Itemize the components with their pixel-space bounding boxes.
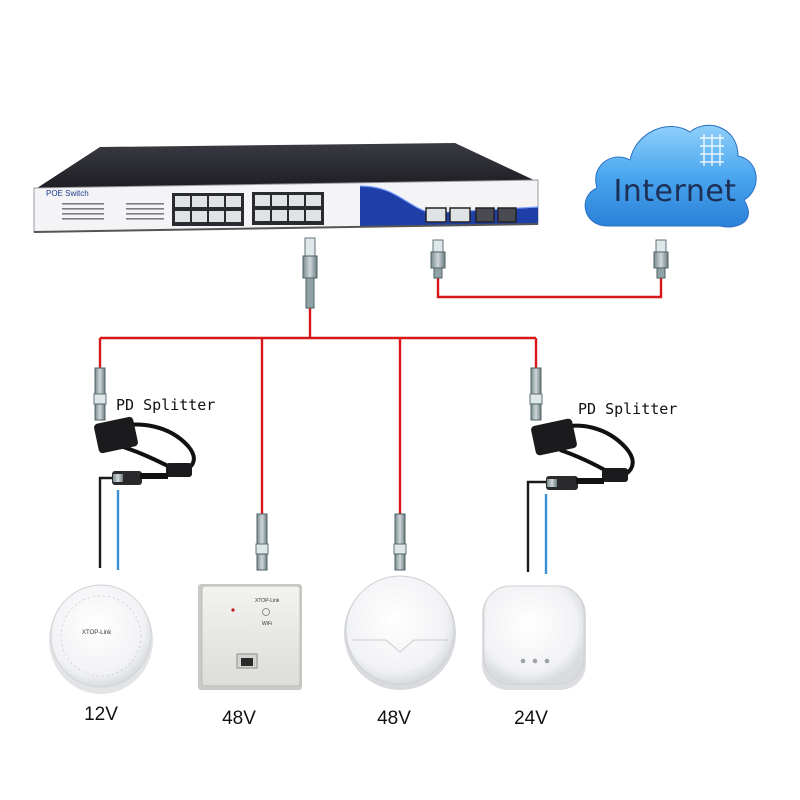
pd-splitter-left — [94, 416, 196, 485]
connector-splitter-left — [93, 367, 107, 421]
switch-label: POE Switch — [46, 189, 89, 198]
connector-splitter-right — [529, 367, 543, 421]
internet-label: Internet — [613, 174, 737, 209]
splitter-output-cables — [98, 476, 552, 574]
poe-trunk-cable — [98, 308, 538, 514]
device-2-wifi: WiFi — [262, 621, 272, 627]
ceiling-ap-48v — [344, 575, 456, 690]
cloud-grid — [700, 134, 724, 166]
device-1-brand: XTOP-Link — [82, 630, 112, 636]
poe-switch — [33, 143, 539, 233]
internet-cloud — [584, 124, 757, 228]
device-1-voltage: 12V — [84, 704, 118, 725]
connector-device-2 — [255, 513, 269, 571]
uplink-ports — [425, 207, 517, 223]
device-2-brand: XTOP-Link — [255, 598, 280, 604]
pd-splitter-left-label: PD Splitter — [116, 396, 216, 414]
uplink-cable — [436, 278, 663, 299]
connector-device-3 — [393, 513, 407, 571]
device-2-voltage: 48V — [222, 708, 256, 729]
pd-splitter-right-label: PD Splitter — [578, 400, 678, 418]
device-4-voltage: 24V — [514, 708, 548, 729]
rj45-port-bank — [172, 192, 324, 226]
connector-internet — [653, 239, 669, 279]
connector-uplink — [430, 239, 446, 279]
wall-panel-ap-48v — [198, 584, 302, 690]
connector-switch-port — [302, 237, 318, 309]
ceiling-ap-12v — [49, 584, 153, 694]
rj45-connectors — [93, 237, 669, 571]
pd-splitter-right — [531, 418, 635, 490]
square-ap-24v — [482, 585, 586, 690]
device-3-voltage: 48V — [377, 708, 411, 729]
status-led-dots — [520, 658, 550, 664]
led-grid-left — [62, 203, 164, 220]
